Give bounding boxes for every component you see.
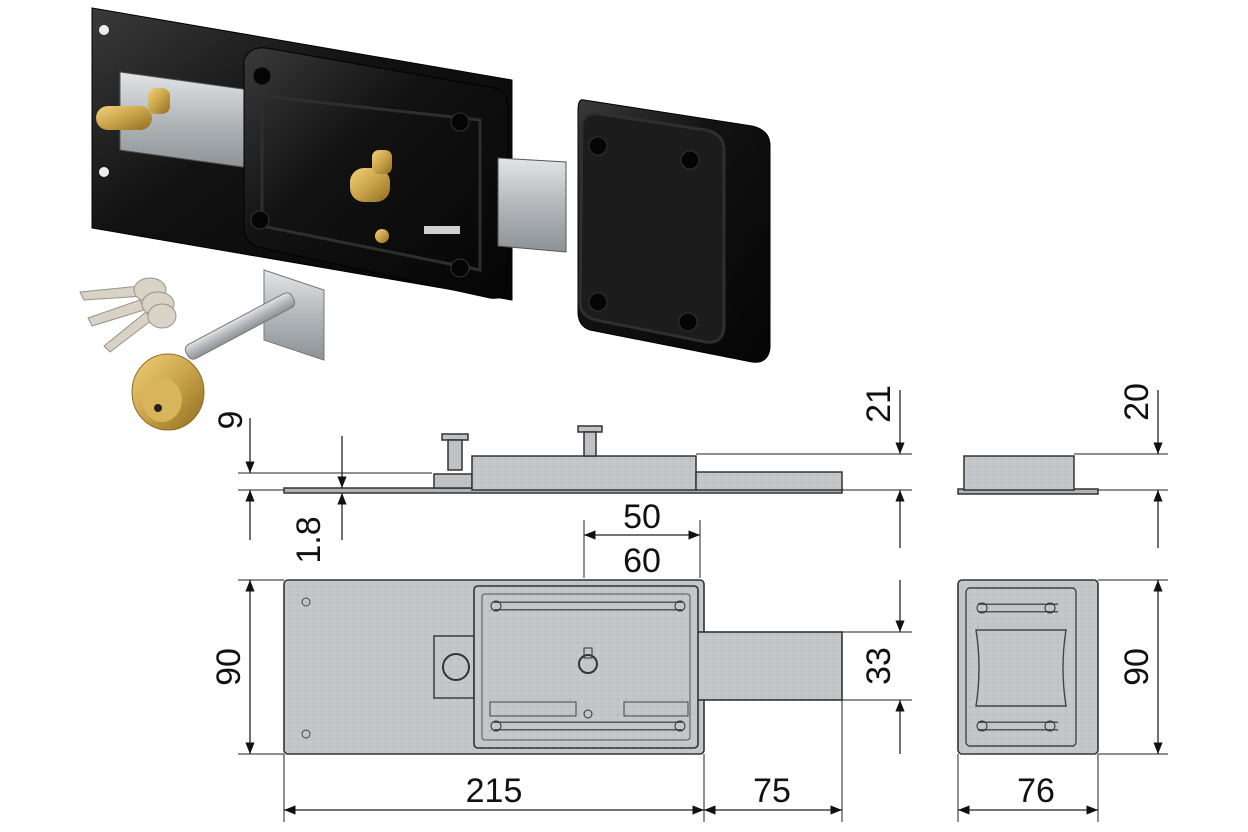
end-front-view xyxy=(957,579,1099,755)
dim-label-76: 76 xyxy=(1017,772,1055,810)
dim-label-90-right: 90 xyxy=(1118,648,1156,686)
dim-label-75: 75 xyxy=(753,772,791,810)
dim-label-90-left: 90 xyxy=(210,648,248,686)
plate-screw-hole xyxy=(99,25,109,35)
end-side-view xyxy=(957,453,1168,495)
lock-bolt xyxy=(497,157,567,253)
keyhole-icon xyxy=(154,404,162,412)
brass-pin-icon xyxy=(375,229,389,243)
dim-label-60: 60 xyxy=(623,542,661,580)
body-screw-icon xyxy=(250,210,270,230)
knob-side-icon xyxy=(441,425,603,471)
dim-label-9: 9 xyxy=(212,411,250,430)
lock-product-illustration xyxy=(79,7,771,431)
lock-keeper-body xyxy=(578,112,726,344)
keeper-plate xyxy=(957,579,1099,755)
brass-knob-icon xyxy=(350,150,392,202)
dim-label-1-8: 1.8 xyxy=(290,516,328,563)
front-view xyxy=(283,579,843,755)
body-screw-icon xyxy=(450,112,470,132)
keys-icon xyxy=(79,277,177,353)
dim-label-215: 215 xyxy=(466,772,523,810)
dim-label-50: 50 xyxy=(623,498,661,536)
front-case xyxy=(473,585,699,749)
dimension-lines xyxy=(238,390,1168,822)
front-bolt xyxy=(695,631,843,701)
body-screw-icon xyxy=(252,66,272,86)
plate-screw-hole xyxy=(99,167,109,177)
dim-label-33: 33 xyxy=(860,647,898,685)
side-view xyxy=(238,425,912,494)
brass-knob-icon xyxy=(96,88,170,130)
dimension-labels: 9 1.8 21 20 50 60 90 33 90 215 75 76 xyxy=(210,383,1156,810)
dim-label-20: 20 xyxy=(1118,383,1156,421)
keyhole-icon xyxy=(578,654,598,674)
dim-label-21: 21 xyxy=(860,385,898,423)
body-screw-icon xyxy=(450,258,470,278)
cylinder-icon xyxy=(131,269,325,431)
